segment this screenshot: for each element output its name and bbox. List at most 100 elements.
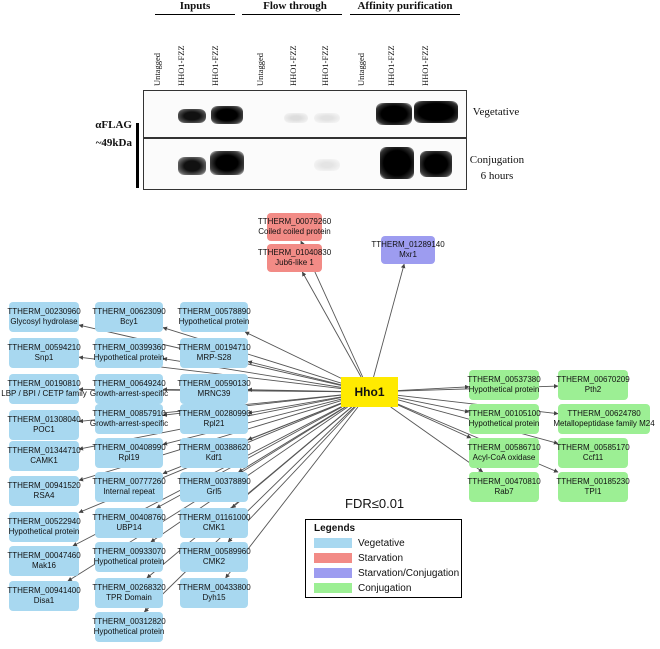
edge-32 <box>397 384 470 391</box>
legend-item-starvation-conjugation: Starvation/Conjugation <box>314 567 459 579</box>
node-vegetative-19: TTHERM_00312820 Hypothetical protein <box>92 612 166 642</box>
node-desc: UBP14 <box>116 523 142 532</box>
node-id: TTHERM_00586710 <box>467 443 541 452</box>
node-vegetative-9: TTHERM_00941400 Disa1 <box>7 581 81 611</box>
node-vegetative-25: TTHERM_00378890 Grl5 <box>177 472 251 502</box>
node-desc: Glycosyl hydrolase <box>10 317 78 326</box>
group-line-flow-through <box>242 14 342 15</box>
node-desc: Hypothetical protein <box>93 353 165 362</box>
node-vegetative-26: TTHERM_01161000 CMK1 <box>178 508 250 538</box>
node-starvation-conjugation-1: TTHERM_01289140 Mxr1 <box>371 236 445 264</box>
node-desc: Grl5 <box>206 487 222 496</box>
node-desc: Hypothetical protein <box>468 419 540 428</box>
edge-28 <box>238 406 346 473</box>
node-desc: Mxr1 <box>399 250 417 259</box>
legend-swatch <box>314 538 352 548</box>
node-starvation-1: TTHERM_00079260 Coiled coiled protein <box>258 213 331 241</box>
edge-33 <box>397 397 470 414</box>
blot-bracket <box>136 123 139 188</box>
edge-22 <box>144 406 355 613</box>
node-vegetative-24: TTHERM_00388620 Kdf1 <box>177 438 251 468</box>
node-conjugation-5: TTHERM_00670209 Pth2 <box>556 370 630 400</box>
antibody-size: ~49kDa <box>95 137 132 149</box>
node-vegetative-28: TTHERM_00433800 Dyh15 <box>177 578 251 608</box>
node-vegetative-20: TTHERM_00578890 Hypothetical protein <box>177 302 251 332</box>
node-desc: CMK1 <box>202 523 226 532</box>
edge-3 <box>373 263 406 378</box>
node-conjugation-2: TTHERM_00105100 Hypothetical protein <box>467 404 541 434</box>
node-desc: Mak16 <box>31 561 56 570</box>
node-id: TTHERM_00399360 <box>92 343 166 352</box>
blot-vegetative <box>143 90 467 138</box>
node-vegetative-2: TTHERM_00594210 Snp1 <box>7 338 81 368</box>
node-desc: Snp1 <box>34 353 54 362</box>
node-id: TTHERM_00470810 <box>467 477 541 486</box>
legend-label: Conjugation <box>358 582 412 594</box>
edge-24 <box>247 360 342 386</box>
node-desc: Hypothetical protein <box>8 527 80 536</box>
node-id: TTHERM_00594210 <box>7 343 81 352</box>
node-id: TTHERM_00408760 <box>92 513 166 522</box>
node-id: TTHERM_00047460 <box>7 551 81 560</box>
node-desc: Internal repeat <box>103 487 155 496</box>
fdr-label: FDR≤0.01 <box>345 496 405 511</box>
legend-item-conjugation: Conjugation <box>314 582 411 594</box>
node-desc: TPR Domain <box>106 593 152 602</box>
node-conjugation-6: TTHERM_00624780 Metallopeptidase family … <box>553 404 655 434</box>
node-vegetative-6: TTHERM_00941520 RSA4 <box>7 476 81 506</box>
edge-13 <box>162 326 342 384</box>
node-desc: MRP-S28 <box>196 353 232 362</box>
node-id: TTHERM_00190810 <box>7 379 81 388</box>
node-desc: Growth-arrest-specific <box>89 419 169 428</box>
node-desc: CMK2 <box>202 557 226 566</box>
node-id: TTHERM_00649240 <box>92 379 166 388</box>
edge-34 <box>397 404 472 439</box>
node-id: TTHERM_00624780 <box>567 409 641 418</box>
node-id: TTHERM_00578890 <box>177 307 251 316</box>
node-desc: Metallopeptidase family M24 <box>553 419 655 428</box>
row-label-conjugation: Conjugation 6 hours <box>462 152 532 184</box>
node-vegetative-18: TTHERM_00268320 TPR Domain <box>92 578 166 608</box>
node-id: TTHERM_00268320 <box>92 583 166 592</box>
node-vegetative-4: TTHERM_01308040 POC1 <box>7 410 81 440</box>
node-id: TTHERM_00433800 <box>177 583 251 592</box>
node-id: TTHERM_00857910 <box>92 409 166 418</box>
edge-30 <box>227 406 356 543</box>
node-desc: Acyl-CoA oxidase <box>472 453 536 462</box>
edge-29 <box>231 406 352 509</box>
node-desc: Coiled coiled protein <box>258 227 331 236</box>
node-vegetative-22: TTHERM_00590130 MRNC39 <box>177 374 251 404</box>
node-desc: Hypothetical protein <box>93 627 165 636</box>
group-label-affinity-purification: Affinity purification <box>357 0 453 12</box>
antibody-label: αFLAG ~49kDa <box>72 116 132 152</box>
node-desc: LBP / BPI / CETP family <box>1 389 87 398</box>
node-vegetative-1: TTHERM_00230960 Glycosyl hydrolase <box>7 302 81 332</box>
node-conjugation-7: TTHERM_00585170 Ccf11 <box>556 438 630 468</box>
node-desc: TPI1 <box>584 487 602 496</box>
node-vegetative-23: TTHERM_00280990 Rpl21 <box>177 404 251 434</box>
legend-label: Starvation <box>358 552 404 564</box>
edge-25 <box>247 387 342 392</box>
node-id: TTHERM_00590130 <box>177 379 251 388</box>
row-label-vegetative: Vegetative <box>466 106 526 118</box>
node-id: TTHERM_00312820 <box>92 617 166 626</box>
node-vegetative-13: TTHERM_00857910 Growth-arrest-specific <box>90 404 168 434</box>
node-desc: POC1 <box>33 425 55 434</box>
legend-item-starvation: Starvation <box>314 552 403 564</box>
node-conjugation-1: TTHERM_00537380 Hypothetical protein <box>467 370 541 400</box>
legend-item-vegetative: Vegetative <box>314 537 405 549</box>
legend-swatch <box>314 568 352 578</box>
node-vegetative-16: TTHERM_00408760 UBP14 <box>92 508 166 538</box>
node-vegetative-8: TTHERM_00047460 Mak16 <box>7 546 81 576</box>
node-vegetative-5: TTHERM_01344710 CAMK1 <box>7 441 81 471</box>
hub-node-hho1: Hho1 <box>341 377 398 407</box>
node-id: TTHERM_00408990 <box>92 443 166 452</box>
node-id: TTHERM_00378890 <box>177 477 251 486</box>
node-conjugation-4: TTHERM_00470810 Rab7 <box>467 472 541 502</box>
node-desc: Rab7 <box>494 487 514 496</box>
node-id: TTHERM_00941520 <box>7 481 81 490</box>
node-vegetative-10: TTHERM_00623090 Bcy1 <box>92 302 166 332</box>
legend: Legends Vegetative Starvation Starvation… <box>305 519 462 598</box>
node-desc: Ccf11 <box>582 453 604 462</box>
antibody-name: αFLAG <box>95 119 132 131</box>
